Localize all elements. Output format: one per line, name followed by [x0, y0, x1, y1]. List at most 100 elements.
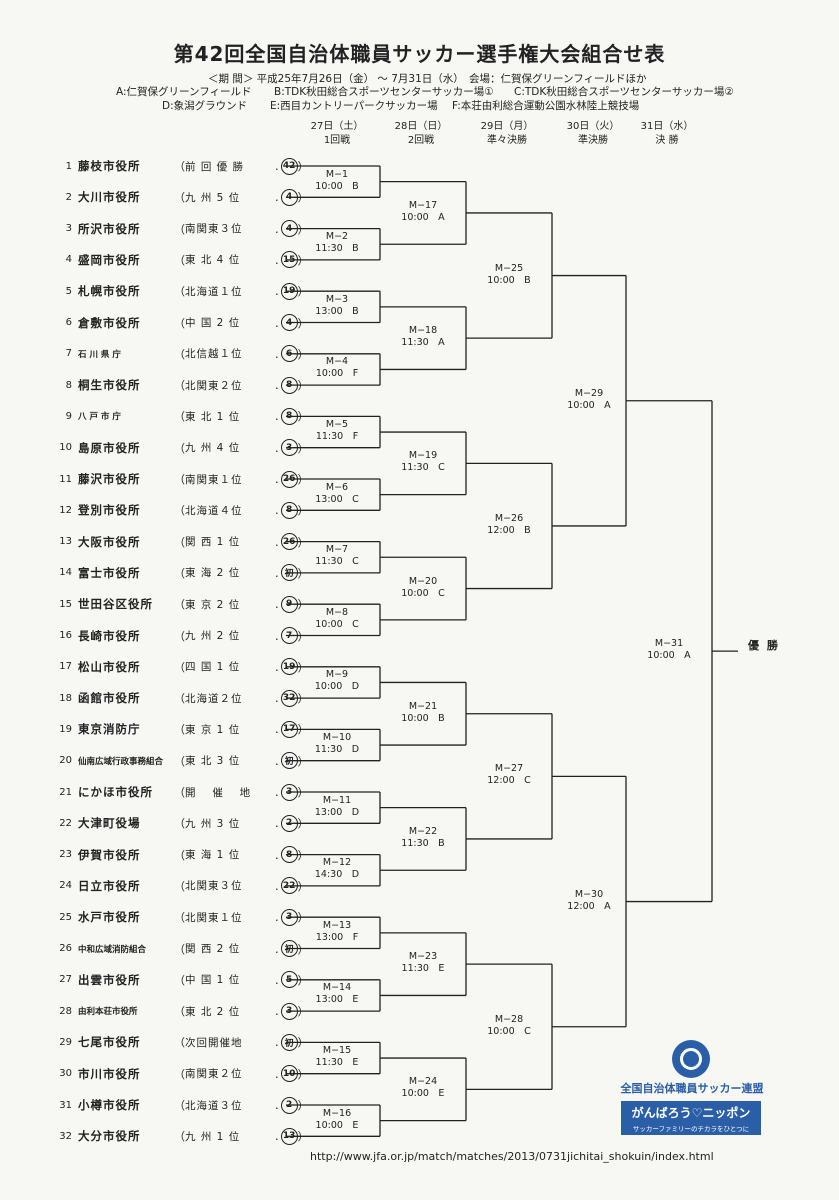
match-id: M−17 — [408, 199, 438, 211]
round-name: 準決勝 — [578, 135, 608, 146]
match-id: M−12 — [322, 857, 352, 869]
match-id: M−8 — [325, 606, 349, 618]
team-name: 東京消防庁 — [78, 722, 141, 737]
team-number: 21 — [59, 786, 72, 798]
separator-dot: . — [275, 659, 279, 674]
separator-dot: . — [275, 597, 279, 612]
paren-open: （ — [174, 441, 185, 455]
team-qualification: 九 州 4 位 — [185, 442, 241, 455]
participation-count: 3 — [280, 783, 298, 801]
separator-dot: . — [275, 1004, 279, 1019]
team-number: 9 — [65, 410, 72, 422]
match-id: M−6 — [325, 481, 349, 493]
paren-open: （ — [174, 473, 185, 486]
team-number: 17 — [59, 661, 72, 673]
paren-open: （ — [174, 692, 185, 706]
separator-dot: . — [275, 816, 279, 831]
team-qualification: 東 北 2 位 — [185, 1005, 241, 1018]
paren-close: ） — [297, 160, 309, 173]
team-qualification: 関 西 1 位 — [185, 536, 241, 549]
team-qualification: 九 州 1 位 — [185, 1130, 241, 1143]
paren-open: （ — [174, 911, 185, 925]
paren-close: ） — [297, 942, 309, 956]
match-id: M−22 — [408, 825, 438, 837]
paren-close: ） — [297, 379, 309, 393]
separator-dot: . — [275, 565, 279, 580]
round-name: 1回戦 — [323, 135, 351, 146]
match-id: M−10 — [322, 732, 352, 744]
paren-open: （ — [174, 347, 185, 361]
match-time-venue: 12:00 B — [487, 524, 531, 536]
team-qualification: 東 北 1 位 — [185, 410, 241, 423]
paren-close: ） — [297, 316, 309, 330]
team-name: 長崎市役所 — [78, 628, 141, 643]
team-number: 8 — [65, 379, 72, 391]
match-id: M−3 — [325, 293, 349, 305]
match-time-venue: 10:00 A — [647, 650, 691, 662]
paren-open: （ — [174, 566, 185, 580]
paren-open: （ — [174, 316, 185, 330]
paren-open: （ — [174, 1036, 185, 1050]
team-qualification: 南関東１位 — [185, 473, 243, 486]
team-name: 富士市役所 — [78, 565, 141, 580]
federation-logo-icon — [672, 1040, 710, 1078]
paren-close: ） — [297, 786, 309, 799]
match-id: M−28 — [494, 1013, 524, 1025]
team-qualification: 中 国 1 位 — [185, 974, 241, 987]
team-name: 八 戸 市 庁 — [78, 412, 121, 423]
team-number: 2 — [65, 191, 72, 203]
team-number: 30 — [59, 1068, 72, 1080]
participation-count: 2 — [280, 1096, 298, 1114]
paren-close: ） — [297, 504, 309, 518]
participation-count: 15 — [280, 251, 298, 269]
team-name: 大津町役場 — [78, 816, 141, 831]
source-url[interactable]: http://www.jfa.or.jp/match/matches/2013/… — [310, 1150, 714, 1163]
separator-dot: . — [275, 409, 279, 424]
paren-close: ） — [297, 566, 309, 580]
match-time-venue: 13:00 F — [315, 931, 359, 943]
match-time-venue: 10:00 E — [401, 1088, 445, 1100]
separator-dot: . — [275, 878, 279, 893]
team-qualification: 北海道１位 — [185, 285, 243, 298]
paren-close: ） — [297, 535, 309, 549]
team-number: 23 — [59, 849, 72, 861]
round-header-4: 30日（火）準決勝 — [553, 120, 633, 148]
participation-count: 初 — [280, 752, 298, 770]
paren-open: （ — [174, 1067, 185, 1081]
team-qualification: 九 州 5 位 — [185, 191, 241, 204]
team-number: 1 — [65, 160, 72, 172]
banner-main-text: がんばろう♡ニッポン — [631, 1106, 751, 1120]
paren-open: （ — [174, 660, 185, 674]
separator-dot: . — [275, 159, 279, 173]
federation-name: 全国自治体職員サッカー連盟 — [620, 1082, 764, 1095]
team-number: 15 — [59, 598, 72, 610]
team-qualification: 中 国 2 位 — [185, 317, 241, 329]
round-header-1: 27日（土）1回戦 — [297, 120, 377, 148]
match-time-venue: 13:00 C — [315, 493, 359, 505]
paren-open: （ — [174, 285, 185, 299]
separator-dot: . — [275, 346, 279, 361]
match-id: M−27 — [494, 763, 524, 775]
participation-count: 19 — [280, 282, 298, 300]
separator-dot: . — [275, 534, 279, 549]
match-id: M−5 — [325, 419, 349, 431]
round-header-5: 31日（水）決 勝 — [627, 120, 707, 148]
paren-open: （ — [174, 222, 185, 236]
team-number: 25 — [59, 911, 72, 923]
